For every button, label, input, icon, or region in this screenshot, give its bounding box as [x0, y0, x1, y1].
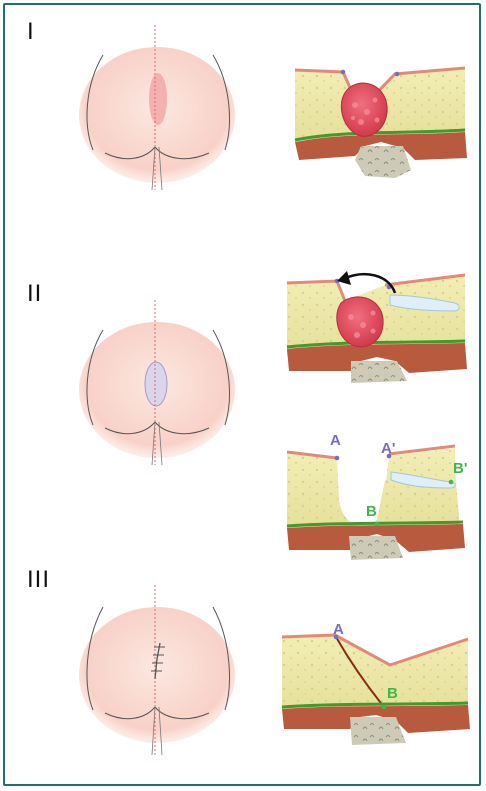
point-label-b-prime: B' — [453, 460, 467, 477]
buttocks-illustration-3 — [75, 585, 245, 760]
cross-section-3 — [285, 430, 475, 565]
step-label-1: I — [27, 18, 35, 46]
point-label-b: B — [366, 503, 377, 520]
point-label-a-prime: A' — [381, 440, 395, 457]
cross-section-2 — [285, 265, 475, 385]
point-label-a: A — [330, 432, 341, 449]
buttocks-illustration-1 — [75, 25, 245, 195]
cross-section-4 — [280, 625, 475, 760]
buttocks-illustration-2 — [75, 300, 245, 470]
step-label-3: III — [27, 566, 50, 594]
point-label-a-2: A — [333, 621, 344, 638]
cross-section-1 — [285, 60, 475, 190]
point-label-b-2: B — [387, 685, 398, 702]
step-label-2: II — [27, 280, 42, 308]
